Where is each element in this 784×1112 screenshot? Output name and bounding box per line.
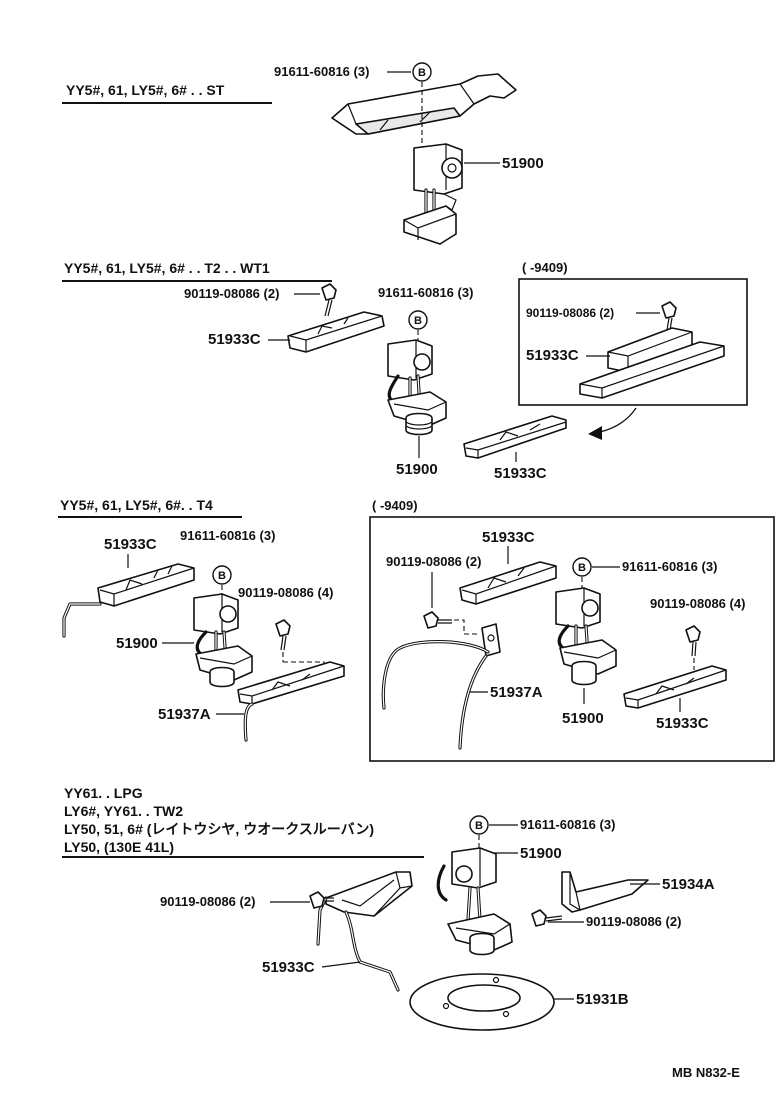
- s4-bolt-badge-icon: [469, 815, 489, 835]
- s2-lower-carrier-label: 51933C: [494, 465, 547, 482]
- s2-carrier-label: 51933C: [208, 331, 261, 348]
- section-lpg: YY61. . LPG LY6#, YY61. . TW2 LY50, 51, …: [62, 785, 715, 1031]
- s3-hook-drawing: [193, 593, 253, 688]
- s3-inset-screw2-label: 90119-08086 (2): [386, 554, 481, 569]
- s4-hook-label: 51900: [520, 845, 562, 862]
- s3-bolt-label: 91611-60816 (3): [180, 528, 275, 543]
- s3-inset-carrier-label: 51933C: [482, 529, 535, 546]
- s4-left-screw-drawing: [309, 891, 334, 909]
- s3-inset-title: ( -9409): [372, 498, 418, 513]
- s3-inset-box: [369, 516, 775, 762]
- section-t2-title: YY5#, 61, LY5#, 6# . . T2 . . WT1: [64, 260, 270, 276]
- s2-inset-title: ( -9409): [522, 260, 568, 275]
- section-t2-wt1: YY5#, 61, LY5#, 6# . . T2 . . WT1 90119-…: [62, 260, 748, 482]
- section-t4: YY5#, 61, LY5#, 6#. . T4 51933C 91611-60…: [58, 497, 775, 762]
- s2-screw-drawing: [321, 283, 337, 317]
- s4-plate-drawing: [409, 973, 555, 1031]
- s3-inset-screw2-drawing: [423, 611, 452, 629]
- s3-inset-bolt-badge: B: [578, 562, 586, 574]
- s3-screw-drawing: [275, 619, 291, 651]
- s2-inset-carrier-drawing: [579, 327, 725, 399]
- s3-inset-bolt-badge-icon: [572, 557, 592, 577]
- s3-inset-hook-drawing: [555, 587, 617, 686]
- footer-code: MB N832-E: [672, 1065, 740, 1080]
- s2-inset-carrier-label: 51933C: [526, 347, 579, 364]
- s4-right-screw-label: 90119-08086 (2): [586, 914, 681, 929]
- s3-inset-screw2-dashed-path: [454, 619, 478, 635]
- s2-inset-screw-drawing: [661, 301, 677, 331]
- s3-inset-wire-label: 51937A: [490, 684, 543, 701]
- section-t4-title: YY5#, 61, LY5#, 6#. . T4: [60, 497, 213, 513]
- s3-inset-carrier-drawing: [459, 561, 557, 605]
- s3-hook-label: 51900: [116, 635, 158, 652]
- crossmember-drawing: [331, 73, 517, 135]
- section-lpg-title-1: YY61. . LPG: [64, 785, 143, 801]
- s2-inset-screw-label: 90119-08086 (2): [526, 306, 614, 320]
- s3-lower-carrier-drawing: [237, 661, 345, 742]
- s3-carrier-label: 51933C: [104, 536, 157, 553]
- s3-inset-lower-carrier-label: 51933C: [656, 715, 709, 732]
- replacement-arrow-icon: [588, 407, 637, 440]
- s2-inset-box: [518, 278, 748, 406]
- s2-bolt-badge: B: [414, 315, 422, 327]
- s2-hook-drawing: [387, 339, 447, 436]
- s1-bolt-badge: B: [418, 67, 426, 79]
- spare-tire-hook-drawing: [403, 143, 463, 245]
- s3-wire-label: 51937A: [158, 706, 211, 723]
- s3-inset-screw4-drawing: [685, 625, 701, 657]
- s4-bracket-drawing: [561, 871, 649, 913]
- s3-inset-bolt-label: 91611-60816 (3): [622, 559, 717, 574]
- section-lpg-title-3: LY50, 51, 6# (レイトウシヤ, ウオークスルーバン): [64, 821, 374, 837]
- section-lpg-title-4: LY50, (130E 41L): [64, 839, 174, 855]
- s4-bracket-label: 51934A: [662, 876, 715, 893]
- s3-bolt-badge: B: [218, 570, 226, 582]
- s3-bolt-badge-icon: [212, 565, 232, 585]
- s4-carrier-leader: [321, 961, 361, 968]
- s4-hook-drawing: [436, 847, 513, 956]
- s4-right-screw-drawing: [531, 909, 563, 927]
- s3-screw-label: 90119-08086 (4): [238, 585, 333, 600]
- s3-carrier-drawing: [62, 563, 195, 638]
- section-st-title: YY5#, 61, LY5#, 6# . . ST: [66, 82, 225, 98]
- s4-left-screw-label: 90119-08086 (2): [160, 894, 255, 909]
- s2-bolt-label: 91611-60816 (3): [378, 285, 473, 300]
- s2-bolt-badge-icon: [408, 310, 428, 330]
- s4-bolt-label: 91611-60816 (3): [520, 817, 615, 832]
- s3-inset-screw4-label: 90119-08086 (4): [650, 596, 745, 611]
- s4-carrier-drawing: [316, 871, 413, 992]
- s1-bolt-label: 91611-60816 (3): [274, 64, 369, 79]
- s2-carrier-drawing: [287, 311, 385, 353]
- s4-bolt-badge: B: [475, 820, 483, 832]
- section-st: YY5#, 61, LY5#, 6# . . ST 91611-60816 (3…: [62, 62, 544, 245]
- s3-inset-lower-carrier-drawing: [623, 665, 727, 709]
- s1-bolt-badge-icon: [412, 62, 432, 82]
- s4-plate-label: 51931B: [576, 991, 629, 1008]
- s3-inset-hook-label: 51900: [562, 710, 604, 727]
- section-lpg-title-2: LY6#, YY61. . TW2: [64, 803, 183, 819]
- s1-hook-label: 51900: [502, 155, 544, 172]
- s3-inset-wire-drawing: [381, 623, 501, 750]
- s2-screw-label: 90119-08086 (2): [184, 286, 279, 301]
- s2-hook-label: 51900: [396, 461, 438, 478]
- s2-lower-carrier-drawing: [463, 415, 567, 459]
- s4-carrier-label: 51933C: [262, 959, 315, 976]
